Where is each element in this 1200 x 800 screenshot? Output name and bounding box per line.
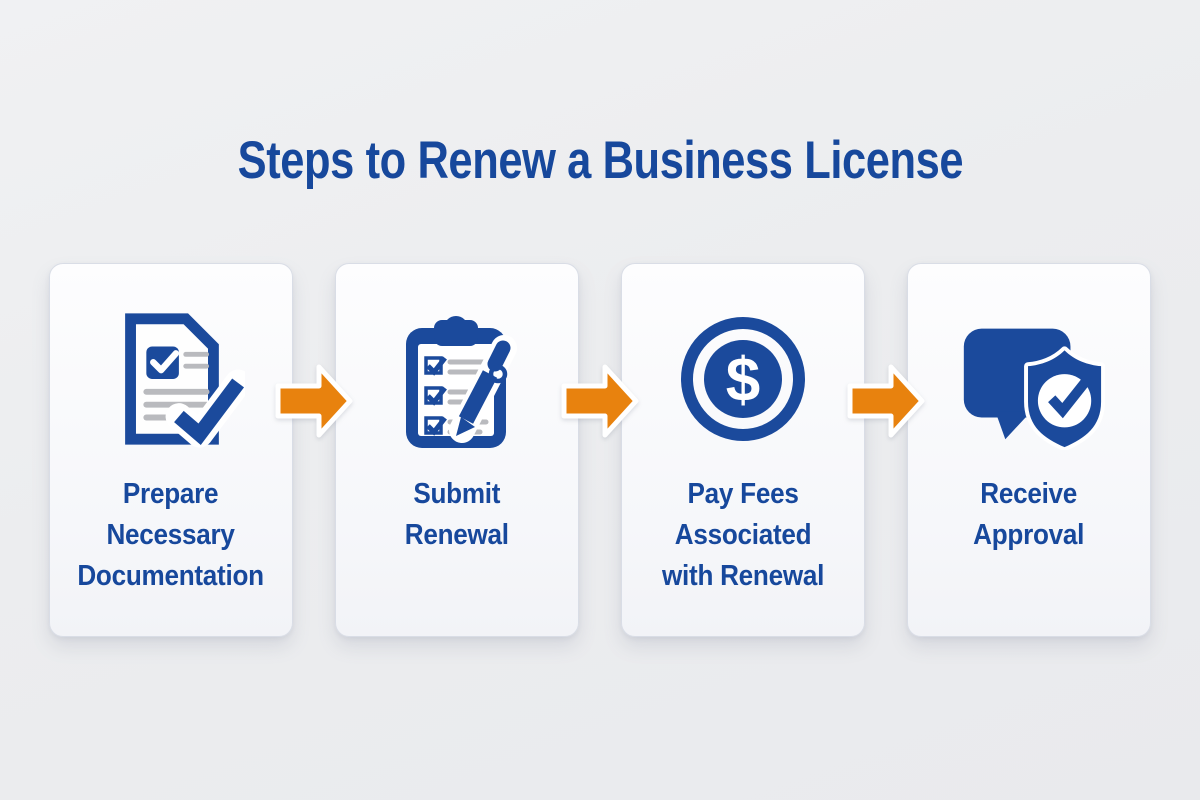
clipboard-pen-icon	[382, 300, 532, 458]
step-label-line: Necessary	[106, 519, 236, 552]
step-card-submit-renewal: Submit Renewal	[335, 263, 579, 637]
step-label-line: Renewal	[404, 519, 510, 552]
arrow-right-icon	[275, 364, 353, 438]
step-card-receive-approval: Receive Approval	[907, 263, 1151, 637]
step-label-line: Receive	[980, 478, 1078, 510]
step-label-line: Documentation	[77, 560, 265, 593]
step-label: Receive Approval	[974, 474, 1085, 556]
step-label-line: Submit	[413, 478, 501, 510]
step-label-line: Prepare	[123, 478, 219, 510]
connector-gap	[561, 263, 639, 637]
step-label: Submit Renewal	[405, 474, 509, 556]
step-label-line: Pay Fees	[687, 478, 799, 510]
dollar-circle-icon: $	[680, 300, 806, 458]
dollar-symbol: $	[726, 346, 760, 415]
step-label: Prepare Necessary Documentation	[77, 474, 265, 598]
step-label-line: Approval	[973, 519, 1085, 552]
steps-row: Prepare Necessary Documentation	[49, 263, 1151, 637]
step-card-pay-fees: $ Pay Fees Associated with Renewal	[621, 263, 865, 637]
shield-check-chat-icon	[950, 300, 1108, 458]
page-title-text: Steps to Renew a Business License	[237, 131, 963, 190]
page-title: Steps to Renew a Business License	[0, 130, 1200, 191]
arrow-right-icon	[847, 364, 925, 438]
connector-gap	[847, 263, 925, 637]
connector-gap	[275, 263, 353, 637]
step-label-line: with Renewal	[661, 560, 825, 593]
step-card-prepare-documentation: Prepare Necessary Documentation	[49, 263, 293, 637]
document-check-icon	[97, 300, 245, 458]
arrow-right-icon	[561, 364, 639, 438]
step-label: Pay Fees Associated with Renewal	[662, 474, 824, 598]
step-label-line: Associated	[674, 519, 812, 552]
